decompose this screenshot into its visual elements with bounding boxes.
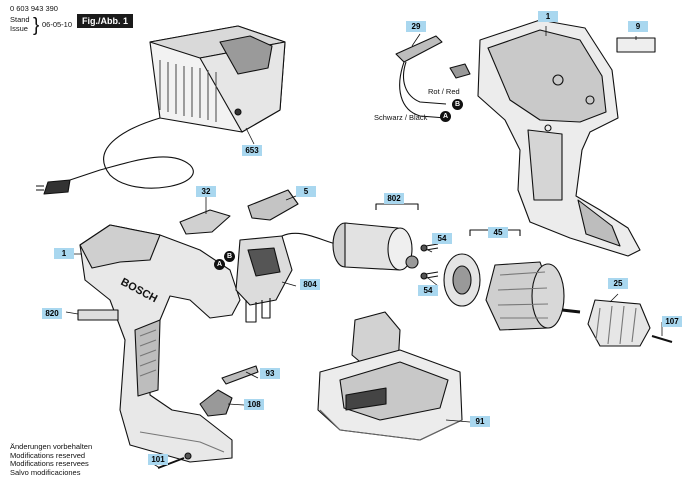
callout-54-upper: 54 [432, 233, 452, 244]
housing-right-drawing [477, 19, 641, 257]
marker-a-switch: A [214, 259, 225, 270]
brace-icon: } [33, 15, 40, 36]
issue-label: Issue [10, 24, 28, 33]
footer-line: Modifications reservees [10, 459, 89, 469]
screws-54-drawing [420, 243, 439, 280]
figure-label: Fig./Abb. 1 [77, 14, 133, 28]
footer-line: Salvo modificaciones [10, 468, 81, 478]
marker-a-top: A [440, 111, 451, 122]
callout-54-lower: 54 [418, 285, 438, 296]
chuck-drawing [587, 299, 673, 347]
footer-line: Änderungen vorbehalten [10, 442, 93, 451]
callout-820: 820 [42, 308, 62, 319]
housing-left-drawing: BOSCH [79, 224, 241, 463]
callout-1-left: 1 [54, 248, 74, 259]
callout-802: 802 [384, 193, 404, 204]
battery-pack-drawing [317, 311, 463, 441]
charger-drawing [36, 25, 286, 195]
callout-653: 653 [242, 145, 262, 156]
nameplate-drawing [77, 309, 119, 321]
callout-5: 5 [296, 186, 316, 197]
part-32-drawing [179, 209, 231, 235]
stand-label: Stand [10, 15, 30, 24]
black-wire-label: Schwarz / Black [374, 113, 428, 122]
footer-line: Modifications reserved [10, 450, 86, 460]
callout-91: 91 [470, 416, 490, 427]
label-strip-drawing [616, 37, 656, 53]
callout-45: 45 [488, 227, 508, 238]
bit-drawing [221, 365, 259, 385]
document-number: 0 603 943 390 [10, 4, 58, 13]
callout-25: 25 [608, 278, 628, 289]
callout-93: 93 [260, 368, 280, 379]
callout-101: 101 [148, 454, 168, 465]
footer-notes: Änderungen vorbehalten Modifications res… [10, 442, 93, 478]
callout-32: 32 [196, 186, 216, 197]
marker-b-top: B [452, 99, 463, 110]
wire-bracket-drawing [395, 35, 471, 119]
clip-drawing [199, 389, 233, 417]
callout-9: 9 [628, 21, 648, 32]
part-5-drawing [247, 189, 299, 221]
callout-29: 29 [406, 21, 426, 32]
switch-module-drawing [235, 232, 337, 323]
callout-804: 804 [300, 279, 320, 290]
callout-108: 108 [244, 399, 264, 410]
screw-101-drawing [157, 452, 192, 469]
motor-drawing [332, 203, 419, 271]
gearbox-drawing [443, 229, 581, 331]
callout-107: 107 [662, 316, 682, 327]
marker-b-switch: B [224, 251, 235, 262]
issue-date: 06-05-10 [42, 20, 73, 29]
callout-1-top: 1 [538, 11, 558, 22]
red-wire-label: Rot / Red [428, 87, 460, 96]
